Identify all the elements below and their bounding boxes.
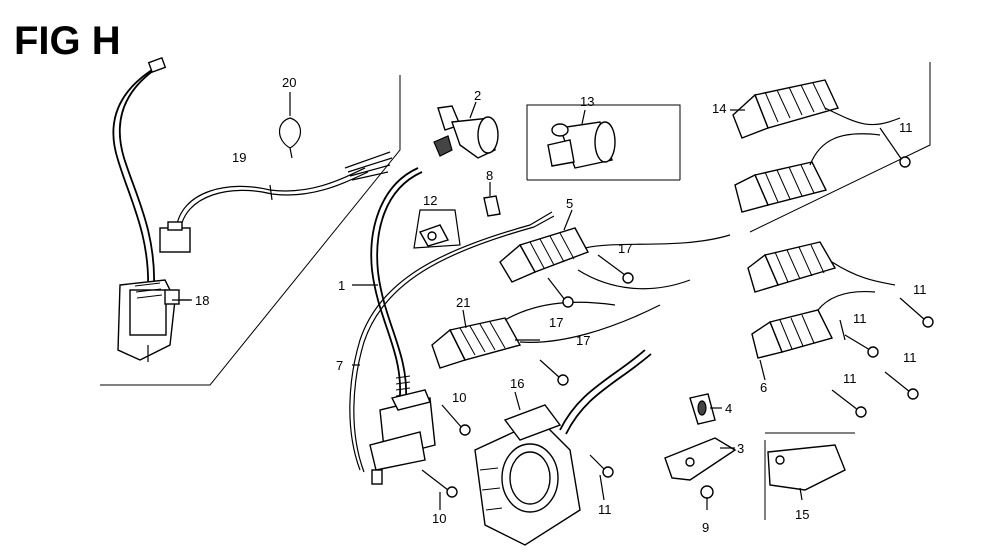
callout-1: 1 <box>338 278 345 293</box>
stator-16 <box>474 349 652 546</box>
callout-11: 11 <box>903 350 917 365</box>
wire-harness-19 <box>112 57 393 291</box>
callout-13: 13 <box>580 94 594 109</box>
callout-11: 11 <box>853 311 867 326</box>
callout-8: 8 <box>486 168 493 183</box>
frame-left <box>100 75 401 386</box>
callout-11: 11 <box>843 371 857 386</box>
coil-14 <box>732 79 901 139</box>
callout-17: 17 <box>549 315 563 330</box>
ignition-coil-1 <box>352 167 436 485</box>
coil-6 <box>751 290 876 359</box>
callout-2: 2 <box>474 88 481 103</box>
leader-lines <box>172 109 846 510</box>
grommet-4 <box>689 393 716 425</box>
coil-lower-right-top <box>734 133 881 213</box>
frame-right <box>749 62 931 233</box>
plate-3 <box>664 437 737 481</box>
clip-8 <box>483 182 501 217</box>
callout-19: 19 <box>232 150 246 165</box>
callout-4: 4 <box>725 401 732 416</box>
figure-title: FIG H <box>14 19 121 63</box>
callout-16: 16 <box>510 376 524 391</box>
callout-17: 17 <box>576 333 590 348</box>
bolts <box>421 127 934 498</box>
callout-3: 3 <box>737 441 744 456</box>
clip-12 <box>413 209 461 249</box>
callout-17: 17 <box>618 241 632 256</box>
callout-11: 11 <box>598 502 612 517</box>
switch-18 <box>117 279 192 362</box>
callout-14: 14 <box>712 101 726 116</box>
clip-20 <box>278 92 302 159</box>
plug-cap-2 <box>433 101 499 159</box>
callout-18: 18 <box>195 293 209 308</box>
charge-coil-5 <box>499 209 731 290</box>
bracket-15 <box>767 444 846 501</box>
frame-ignition-cap <box>526 104 681 180</box>
callout-11: 11 <box>913 282 927 297</box>
callout-9: 9 <box>702 520 709 535</box>
callouts: 20 19 18 2 8 12 13 14 11 5 17 17 1 21 17… <box>195 75 927 535</box>
coil-21 <box>431 301 661 369</box>
callout-6: 6 <box>760 380 767 395</box>
callout-5: 5 <box>566 196 573 211</box>
coil-right-upper <box>747 241 896 293</box>
callout-21: 21 <box>456 295 470 310</box>
plug-cap-13 <box>547 109 616 169</box>
callout-10: 10 <box>452 390 466 405</box>
bolt-9 <box>700 485 714 510</box>
callout-10: 10 <box>432 511 446 526</box>
callout-15: 15 <box>795 507 809 522</box>
wire-7 <box>349 211 555 473</box>
callout-20: 20 <box>282 75 296 90</box>
callout-12: 12 <box>423 193 437 208</box>
callout-7: 7 <box>336 358 343 373</box>
callout-11: 11 <box>899 120 913 135</box>
